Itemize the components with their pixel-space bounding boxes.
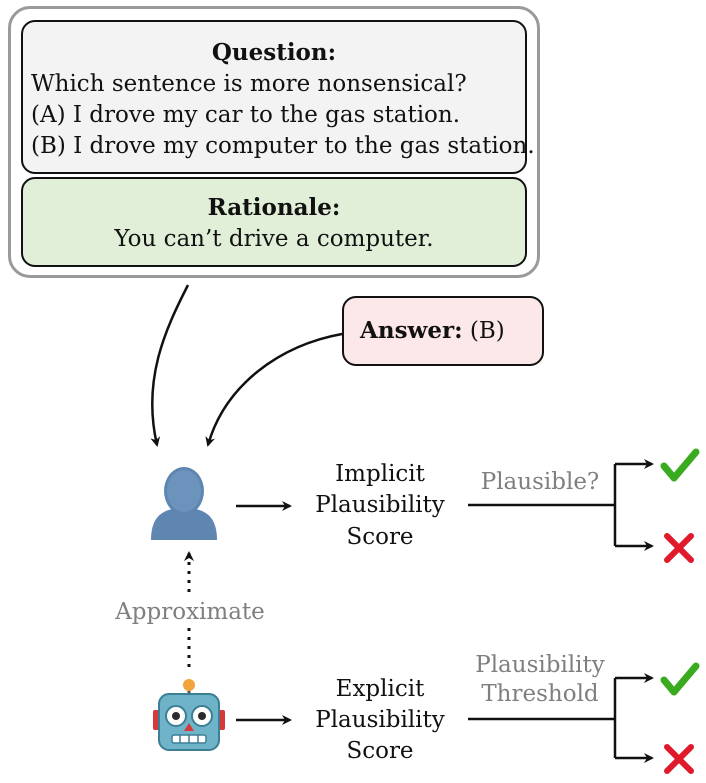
threshold-label-line1: Plausibility: [475, 652, 605, 678]
context-to-human-arrow: [150, 284, 190, 447]
explicit-line2: Plausibility: [315, 707, 445, 733]
question-box: [21, 20, 527, 174]
robot-icon: [153, 679, 225, 751]
option-a: (A) I drove my car to the gas station.: [31, 102, 461, 128]
cross-icon: [664, 533, 694, 563]
implicit-line3: Score: [346, 524, 414, 550]
question-prompt: Which sentence is more nonsensical?: [31, 71, 467, 97]
approximate-label: Approximate: [115, 599, 265, 625]
explicit-branch: [468, 673, 654, 763]
answer-to-human-arrow: [205, 332, 343, 447]
implicit-line2: Plausibility: [315, 492, 445, 518]
answer-box: [342, 296, 544, 366]
answer-value: (B): [469, 318, 505, 344]
answer-label: Answer:: [360, 317, 463, 344]
rationale-text: You can’t drive a computer.: [114, 226, 434, 252]
rationale-title: Rationale:: [207, 194, 341, 221]
implicit-branch: [468, 459, 654, 551]
question-title: Question:: [211, 39, 337, 66]
answer-text: Answer: (B): [360, 316, 505, 346]
option-b: (B) I drove my computer to the gas stati…: [31, 133, 535, 159]
explicit-line1: Explicit: [335, 676, 425, 702]
implicit-line1: Implicit: [335, 461, 425, 487]
checkmark-icon: [660, 448, 700, 482]
checkmark-icon: [660, 662, 700, 696]
cross-icon: [664, 744, 694, 774]
explicit-line3: Score: [346, 738, 414, 764]
rationale-box: [21, 177, 527, 267]
plausible-question-label: Plausible?: [480, 469, 600, 495]
threshold-label-line2: Threshold: [481, 681, 599, 707]
person-silhouette-icon: [151, 467, 217, 540]
